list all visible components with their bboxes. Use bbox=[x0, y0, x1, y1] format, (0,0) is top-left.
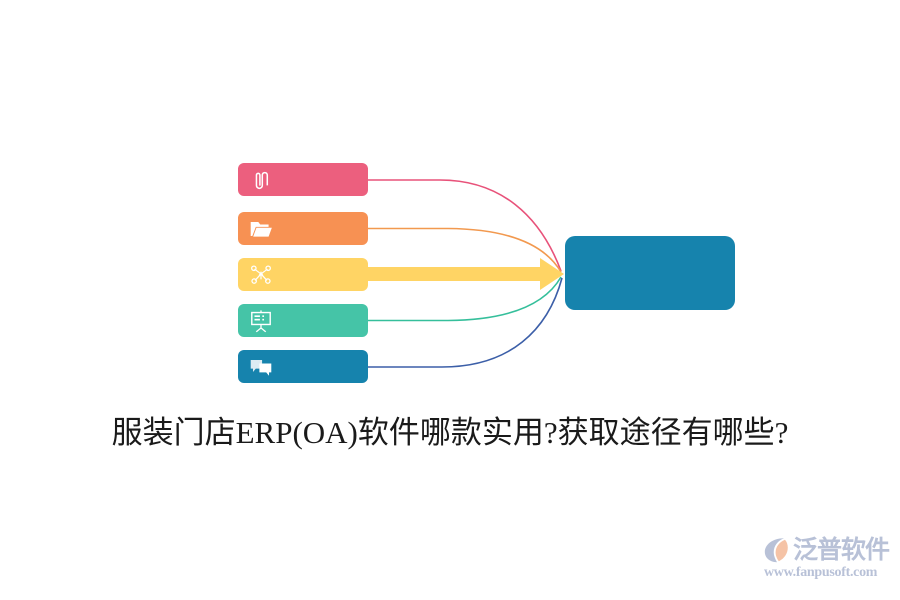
open-folder-icon bbox=[250, 221, 272, 237]
connector-line-4 bbox=[368, 276, 562, 322]
diagram-item-folder[interactable] bbox=[238, 212, 368, 245]
diagram-target-box[interactable] bbox=[565, 236, 735, 310]
emphasis-arrow bbox=[368, 258, 564, 290]
watermark: 泛普软件 www.fanpusoft.com bbox=[762, 534, 894, 586]
diagram-item-presentation[interactable] bbox=[238, 304, 368, 337]
diagram-item-attachment[interactable] bbox=[238, 163, 368, 196]
chat-bubbles-icon bbox=[250, 359, 272, 376]
network-share-icon bbox=[251, 264, 271, 284]
presentation-board-icon bbox=[251, 309, 271, 332]
fanpusoft-logo-icon bbox=[764, 538, 788, 563]
watermark-brand: 泛普软件 bbox=[793, 536, 890, 564]
connector-line-1 bbox=[368, 179, 562, 272]
watermark-brand-row: 泛普软件 bbox=[762, 534, 894, 566]
diagram-item-network[interactable] bbox=[238, 258, 368, 291]
connector-line-5 bbox=[368, 277, 563, 368]
page-title: 服装门店ERP(OA)软件哪款实用?获取途径有哪些? bbox=[111, 415, 789, 450]
watermark-url: www.fanpusoft.com bbox=[764, 565, 878, 580]
connector-line-2 bbox=[368, 227, 562, 273]
diagram-item-chat[interactable] bbox=[238, 350, 368, 383]
paperclip-icon bbox=[255, 171, 269, 189]
